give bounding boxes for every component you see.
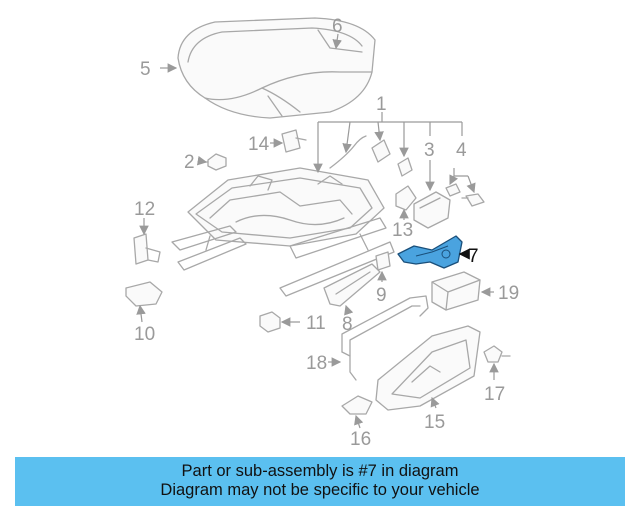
callout-16: 16	[350, 429, 371, 450]
info-banner: Part or sub-assembly is #7 in diagram Di…	[15, 457, 625, 506]
cable-part	[329, 135, 413, 177]
callout-10: 10	[134, 324, 155, 345]
bolt-part-4	[445, 183, 485, 207]
callout-5: 5	[140, 59, 151, 80]
leader-lines	[136, 33, 499, 429]
callout-labels: 5 6 1 14 2 3 4 12 13 7 9 19 10 11 8 18 1…	[134, 16, 519, 450]
callout-8: 8	[342, 314, 353, 335]
callout-2: 2	[184, 152, 195, 173]
callout-19: 19	[498, 283, 519, 304]
seat-frame-part	[171, 167, 395, 297]
highlighted-part-7	[397, 235, 463, 269]
callout-13: 13	[392, 220, 413, 241]
trim-part-8	[323, 263, 381, 307]
callout-6: 6	[332, 16, 343, 37]
switch-part-11	[259, 311, 281, 333]
callout-9: 9	[376, 285, 387, 306]
callout-12: 12	[134, 199, 155, 220]
seat-cushion-part	[177, 17, 376, 119]
callout-3: 3	[424, 140, 435, 161]
fastener-part-17	[483, 345, 511, 363]
callout-11: 11	[306, 313, 326, 334]
module-part-19	[431, 271, 481, 311]
banner-line-disclaimer: Diagram may not be specific to your vehi…	[160, 481, 480, 499]
cable-part-18	[341, 295, 429, 381]
bracket-part-13	[395, 185, 417, 211]
banner-line-part-number: Part or sub-assembly is #7 in diagram	[181, 462, 459, 480]
side-cover-part-15	[375, 325, 481, 411]
callout-18: 18	[306, 353, 327, 374]
bracket-part-16	[341, 395, 373, 415]
callout-15: 15	[424, 412, 445, 433]
callout-17: 17	[484, 384, 505, 405]
clip-part-14	[281, 129, 307, 153]
motor-part-3	[413, 191, 451, 229]
bracket-part-12	[133, 233, 161, 265]
callout-7: 7	[468, 246, 479, 267]
callout-1: 1	[376, 94, 387, 115]
bracket-part-10	[125, 281, 163, 307]
callout-14: 14	[248, 134, 270, 155]
switch-part-9	[375, 251, 391, 271]
parts-diagram: 5 6 1 14 2 3 4 12 13 7 9 19 10 11 8 18 1…	[125, 16, 519, 450]
callout-4: 4	[456, 140, 467, 161]
